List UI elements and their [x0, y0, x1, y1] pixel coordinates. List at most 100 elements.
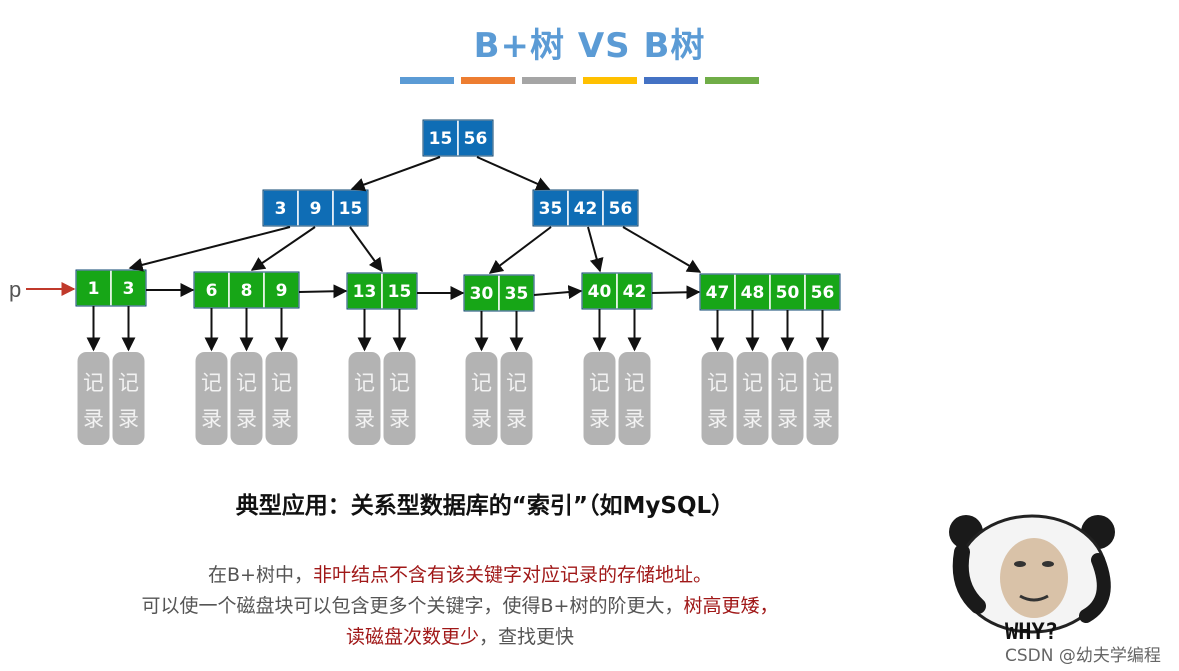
- record-label: 记: [389, 371, 410, 395]
- color-bar: [705, 77, 759, 84]
- record-block: [265, 352, 298, 445]
- internal-key-cell: [602, 189, 639, 227]
- description-line-1-highlight: 非叶结点不含有该关键字对应记录的存储地址。: [312, 564, 712, 586]
- record-label: 录: [506, 407, 527, 431]
- record-label: 录: [83, 407, 104, 431]
- record-label: 录: [589, 407, 610, 431]
- record-label: 记: [624, 371, 645, 395]
- leaf-key-label: 13: [353, 282, 377, 302]
- internal-key-cell: [332, 189, 369, 227]
- internal-node-border: [532, 189, 639, 227]
- watermark-credit: CSDN @幼夫学编程: [1005, 646, 1161, 666]
- leaf-key-cell: [498, 274, 535, 312]
- description-line-1: 在B+树中，非叶结点不含有该关键字对应记录的存储地址。: [30, 560, 890, 591]
- leaf-key-label: 48: [741, 283, 765, 303]
- record-block: [195, 352, 228, 445]
- record-label: 记: [271, 371, 292, 395]
- description-line-1-prefix: 在B+树中，: [208, 564, 313, 586]
- root-key-label: 15: [429, 129, 453, 149]
- record-label: 录: [777, 407, 798, 431]
- record-label: 记: [118, 371, 139, 395]
- internal-key-label: 42: [574, 199, 598, 219]
- tree-edge-arrow: [587, 226, 604, 273]
- leaf-key-label: 1: [88, 279, 100, 299]
- record-block: [230, 352, 263, 445]
- record-label: 录: [201, 407, 222, 431]
- internal-key-label: 9: [310, 199, 322, 219]
- record-label: 记: [236, 371, 257, 395]
- tree-edge-arrow: [488, 226, 552, 274]
- tree-edge-arrow: [128, 226, 291, 272]
- record-label: 录: [707, 407, 728, 431]
- record-label: 记: [201, 371, 222, 395]
- record-block: [806, 352, 839, 445]
- record-block: [701, 352, 734, 445]
- record-label: 录: [624, 407, 645, 431]
- description-line-3-highlight: 读磁盘次数更少: [345, 626, 479, 648]
- record-block: [736, 352, 769, 445]
- leaf-key-label: 8: [241, 281, 253, 301]
- leaf-key-cell: [381, 272, 418, 310]
- panda-meme-image: [949, 514, 1115, 634]
- description-line-2-highlight: 树高更矮，: [683, 595, 779, 617]
- color-bar: [583, 77, 637, 84]
- leaf-key-label: 9: [276, 281, 288, 301]
- leaf-key-cell: [463, 274, 500, 312]
- root-key-label: 56: [464, 129, 488, 149]
- internal-key-label: 15: [339, 199, 363, 219]
- leaf-key-label: 3: [123, 279, 135, 299]
- record-label: 录: [812, 407, 833, 431]
- record-block: [77, 352, 110, 445]
- record-block: [618, 352, 651, 445]
- tree-edge-arrow: [349, 226, 383, 273]
- record-block: [112, 352, 145, 445]
- color-bar: [522, 77, 576, 84]
- leaf-key-label: 42: [623, 282, 647, 302]
- record-label: 记: [83, 371, 104, 395]
- description-line-2: 可以使一个磁盘块可以包含更多个关键字，使得B+树的阶更大，树高更矮，: [30, 591, 890, 622]
- description-line-2-prefix: 可以使一个磁盘块可以包含更多个关键字，使得B+树的阶更大，: [141, 595, 684, 617]
- internal-key-label: 35: [539, 199, 563, 219]
- record-block: [348, 352, 381, 445]
- leaf-key-label: 6: [206, 281, 218, 301]
- tree-edge-arrow: [476, 156, 551, 191]
- leaf-key-cell: [228, 271, 265, 309]
- record-label: 录: [271, 407, 292, 431]
- record-block: [583, 352, 616, 445]
- record-label: 记: [354, 371, 375, 395]
- record-label: 录: [389, 407, 410, 431]
- leaf-key-cell: [734, 273, 771, 311]
- leaf-key-label: 50: [776, 283, 800, 303]
- record-label: 录: [471, 407, 492, 431]
- internal-node-border: [262, 189, 369, 227]
- leaf-key-label: 40: [588, 282, 612, 302]
- record-label: 录: [118, 407, 139, 431]
- root-node-border: [422, 119, 494, 157]
- leaf-pointer-label: p: [9, 277, 22, 302]
- internal-key-label: 56: [609, 199, 633, 219]
- slide-title: B+树 VS B树: [473, 26, 706, 66]
- record-label: 记: [812, 371, 833, 395]
- record-label: 记: [589, 371, 610, 395]
- leaf-key-cell: [263, 271, 300, 309]
- record-label: 记: [506, 371, 527, 395]
- record-label: 记: [471, 371, 492, 395]
- record-label: 录: [354, 407, 375, 431]
- color-bar: [644, 77, 698, 84]
- record-block: [465, 352, 498, 445]
- record-label: 记: [777, 371, 798, 395]
- record-label: 录: [236, 407, 257, 431]
- leaf-link-arrow: [298, 284, 348, 299]
- description-line-3-suffix: ，查找更快: [479, 626, 575, 648]
- record-label: 录: [742, 407, 763, 431]
- color-bar: [400, 77, 454, 84]
- tree-edge-arrow: [250, 226, 316, 271]
- leaf-key-label: 56: [811, 283, 835, 303]
- leaf-key-label: 15: [388, 282, 412, 302]
- leaf-node-border: [75, 269, 147, 307]
- leaf-key-label: 47: [706, 283, 730, 303]
- record-label: 记: [707, 371, 728, 395]
- leaf-link-arrow: [533, 285, 583, 300]
